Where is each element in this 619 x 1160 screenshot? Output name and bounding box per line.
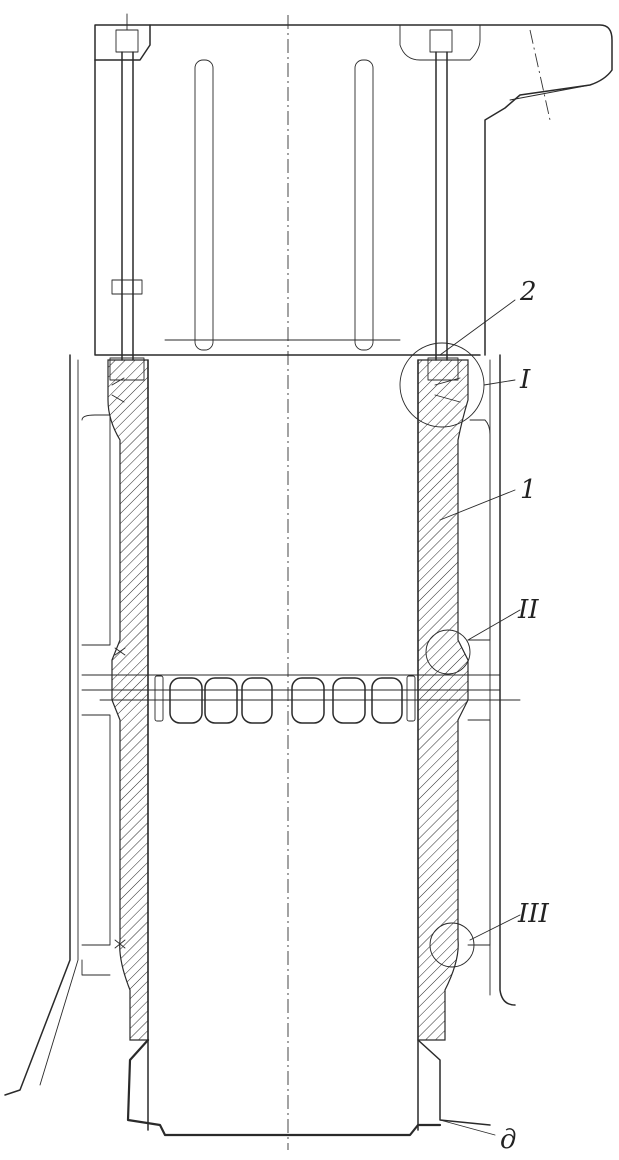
- label-part-2: 2: [519, 277, 537, 307]
- label-detail-II: II: [517, 595, 539, 625]
- label-detail-III: III: [517, 899, 550, 929]
- label-part-d: д: [500, 1125, 516, 1155]
- right-stud: [427, 29, 459, 381]
- head-rods: [164, 59, 401, 351]
- port-row: [99, 675, 521, 724]
- label-detail-I: I: [519, 365, 531, 395]
- leader-lines: [439, 299, 521, 1136]
- label-part-1: 1: [520, 475, 537, 505]
- liner-bore: [107, 354, 491, 1137]
- left-stud: [109, 13, 145, 381]
